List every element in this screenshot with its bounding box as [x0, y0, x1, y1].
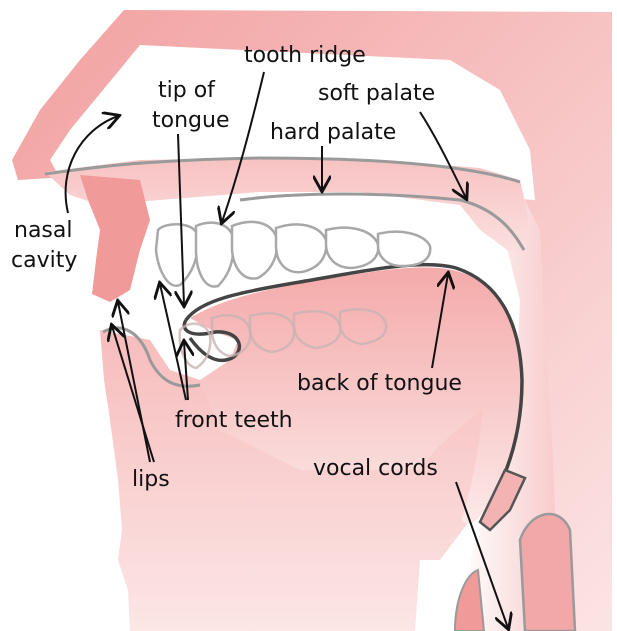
label-front-teeth: front teeth [175, 408, 293, 433]
label-back-of-tongue: back of tongue [297, 371, 462, 396]
label-cavity: cavity [11, 248, 77, 273]
label-tongue: tongue [152, 108, 229, 133]
label-nasal: nasal [14, 218, 72, 243]
larynx-shape [520, 514, 575, 631]
label-hard-palate: hard palate [270, 120, 396, 145]
label-soft-palate: soft palate [318, 81, 435, 106]
label-vocal-cords: vocal cords [313, 456, 438, 481]
label-tip-of: tip of [158, 78, 216, 103]
trachea-front-shape [455, 570, 484, 631]
upper-lip-shape [80, 175, 150, 302]
label-lips: lips [132, 467, 170, 492]
label-tooth-ridge: tooth ridge [244, 43, 366, 68]
